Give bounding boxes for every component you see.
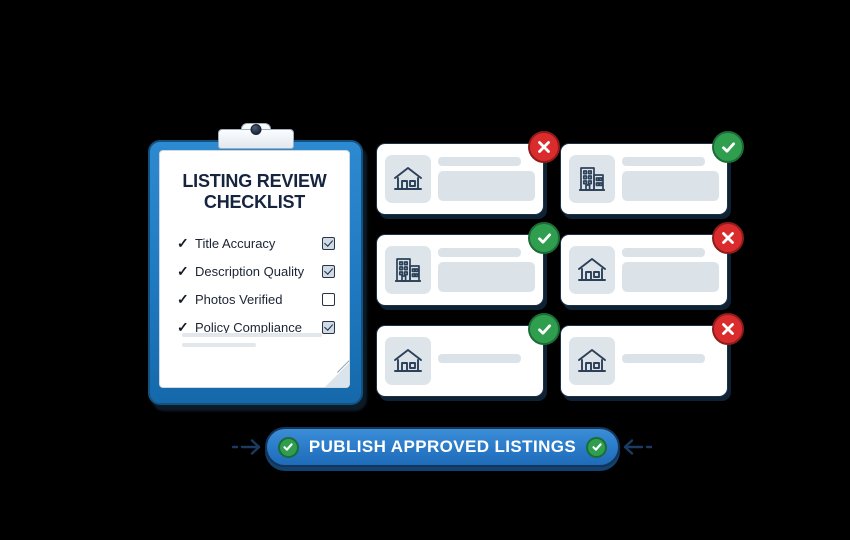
house-icon [569,337,615,385]
listing-card[interactable] [376,234,544,306]
listing-title-placeholder [438,354,522,363]
check-circle-icon[interactable] [528,313,560,345]
checklist-item-label: Description Quality [195,263,305,279]
checklist-item-label: Photos Verified [195,291,283,307]
listing-card[interactable] [560,325,728,397]
listing-card-content [431,157,535,201]
checkbox-policy-compliance[interactable] [322,320,335,334]
house-icon [569,246,615,294]
check-circle-icon[interactable] [712,131,744,163]
check-mark-icon: ✓ [177,235,189,251]
arrow-right-icon [231,437,266,457]
listing-card[interactable] [560,143,728,215]
building-icon [569,155,615,203]
checklist-item-photos-verified[interactable]: ✓ Photos Verified [177,285,335,313]
clipboard-clip-icon [217,123,294,149]
checkbox-description-quality[interactable] [322,264,335,278]
listing-card[interactable] [376,143,544,215]
publish-button-label: PUBLISH APPROVED LISTINGS [308,437,577,456]
x-circle-icon[interactable] [712,222,744,254]
check-circle-icon [277,436,299,458]
x-circle-icon[interactable] [712,313,744,345]
checklist-item-label: Policy Compliance [195,319,302,335]
listing-card-content [431,354,535,368]
listing-card-content [615,354,719,368]
paper-placeholder-lines [182,333,322,353]
listing-title-placeholder [438,157,522,166]
checklist-item-title-accuracy[interactable]: ✓ Title Accuracy [177,229,335,257]
clipboard-paper: LISTING REVIEW CHECKLIST ✓ Title Accurac… [159,150,350,388]
building-icon [385,246,431,294]
publish-action-area: PUBLISH APPROVED LISTINGS [231,425,653,473]
checklist-item-policy-compliance[interactable]: ✓ Policy Compliance [177,313,335,341]
listing-body-placeholder [438,171,535,201]
listing-title-placeholder [622,157,706,166]
listing-card[interactable] [376,325,544,397]
check-mark-icon: ✓ [177,263,189,279]
check-circle-icon[interactable] [528,222,560,254]
placeholder-line [182,333,322,337]
listing-title-placeholder [622,248,706,257]
checkbox-photos-verified[interactable] [322,292,335,306]
checklist: ✓ Title Accuracy ✓ Description Quality ✓… [160,229,349,341]
check-circle-icon [586,436,608,458]
listing-body-placeholder [622,262,719,292]
checklist-item-label: Title Accuracy [195,235,276,251]
checklist-item-description-quality[interactable]: ✓ Description Quality [177,257,335,285]
paper-fold-corner [325,363,349,387]
listing-review-clipboard: LISTING REVIEW CHECKLIST ✓ Title Accurac… [148,123,367,411]
listing-body-placeholder [438,262,535,292]
listing-card-content [431,248,535,292]
checkbox-title-accuracy[interactable] [322,236,335,250]
check-mark-icon: ✓ [177,319,189,335]
house-icon [385,337,431,385]
page-title: LISTING REVIEW CHECKLIST [172,171,337,213]
listing-card[interactable] [560,234,728,306]
x-circle-icon[interactable] [528,131,560,163]
listing-title-placeholder [438,248,522,257]
listing-title-placeholder [622,354,706,363]
placeholder-line [182,343,256,347]
check-mark-icon: ✓ [177,291,189,307]
listing-body-placeholder [622,171,719,201]
arrow-left-icon [618,437,653,457]
page-title-line-2: CHECKLIST [203,192,306,212]
listing-card-content [615,248,719,292]
listing-card-content [615,157,719,201]
publish-approved-listings-button[interactable]: PUBLISH APPROVED LISTINGS [265,427,620,467]
page-title-line-1: LISTING REVIEW [182,171,327,191]
house-icon [385,155,431,203]
listing-cards-grid [376,131,744,401]
